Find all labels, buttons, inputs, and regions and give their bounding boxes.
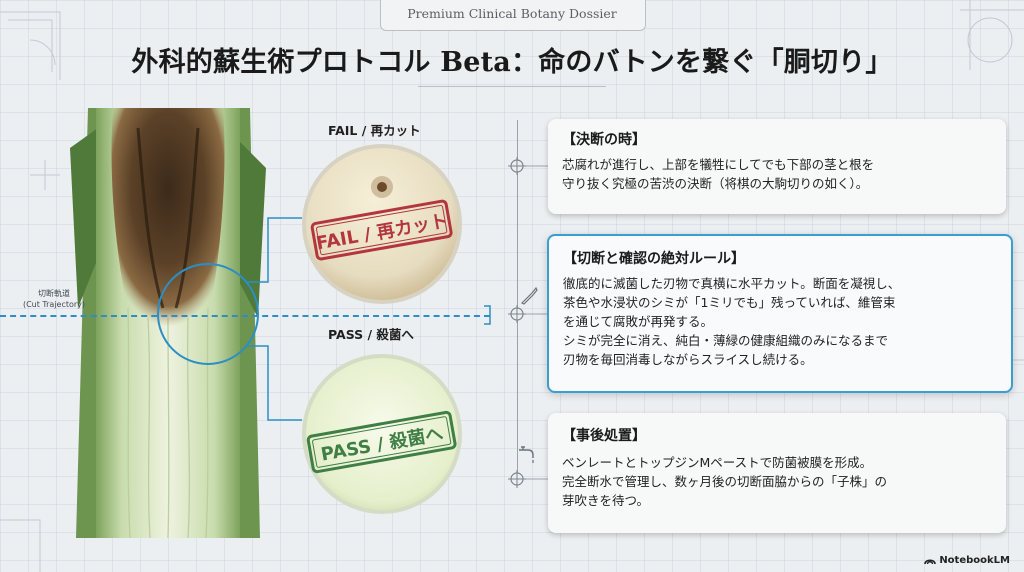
faucet-icon <box>519 446 534 463</box>
target-node-icon <box>508 157 526 175</box>
header-tab <box>380 0 646 31</box>
brand-name: NotebookLM <box>939 555 1010 566</box>
card-cut-rules-body: 徹底的に滅菌した刃物で真横に水平カット。断面を凝視し、 茶色や水浸状のシミが「1… <box>563 274 1001 369</box>
stem-illustration <box>70 108 266 538</box>
pass-sample-disc: PASS / 殺菌へ <box>302 354 462 514</box>
cut-trajectory-line <box>0 315 490 317</box>
timeline-rail <box>517 120 518 480</box>
card-cut-rules: 【切断と確認の絶対ルール】 徹底的に滅菌した刃物で真横に水平カット。断面を凝視し… <box>547 234 1013 393</box>
target-node-icon <box>508 305 526 323</box>
fail-sample-disc: FAIL / 再カット <box>302 144 462 304</box>
cut-trajectory-label: 切断軌道 (Cut Trajectory) <box>8 288 100 310</box>
card-aftercare: 【事後処置】 ベンレートとトップジンMペーストで防菌被膜を形成。 完全断水で管理… <box>548 413 1006 533</box>
card-line: 茶色や水浸状のシミが「1ミリでも」残っていれば、維管束 <box>563 295 896 310</box>
card-line: シミが完全に消え、純白・薄緑の健康組織のみになるまで <box>563 333 889 348</box>
page-title: 外科的蘇生術プロトコル Beta：命のバトンを繋ぐ「胴切り」 <box>131 47 893 78</box>
card-line: 刃物を毎回消毒しながらスライスし続ける。 <box>563 352 813 367</box>
card-aftercare-title: 【事後処置】 <box>562 428 646 444</box>
card-line: 芽吹きを待つ。 <box>562 493 650 508</box>
dossier-label: Premium Clinical Botany Dossier <box>407 6 617 21</box>
card-decision-body: 芯腐れが進行し、上部を犠牲にしてでも下部の茎と根を 守り抜く究極の苦渋の決断（将… <box>562 155 996 193</box>
scalpel-icon <box>520 286 538 305</box>
card-line: を通じて腐敗が再発する。 <box>563 314 714 329</box>
cut-trajectory-label-en: (Cut Trajectory) <box>22 300 86 309</box>
notebooklm-logo-icon <box>924 559 937 565</box>
card-cut-rules-title: 【切断と確認の絶対ルール】 <box>563 251 745 267</box>
card-line: 守り抜く究極の苦渋の決断（将棋の大駒切りの如く）。 <box>562 176 869 191</box>
card-aftercare-body: ベンレートとトップジンMペーストで防菌被膜を形成。 完全断水で管理し、数ヶ月後の… <box>562 453 996 510</box>
card-line: 完全断水で管理し、数ヶ月後の切断面脇からの「子株」の <box>562 474 888 489</box>
card-decision: 【決断の時】 芯腐れが進行し、上部を犠牲にしてでも下部の茎と根を 守り抜く究極の… <box>548 119 1006 214</box>
fail-sample-label: FAIL / 再カット <box>328 123 421 138</box>
card-decision-title: 【決断の時】 <box>562 132 646 148</box>
cut-trajectory-label-jp: 切断軌道 <box>38 289 70 298</box>
card-line: 芯腐れが進行し、上部を犠牲にしてでも下部の茎と根を <box>562 157 875 172</box>
brand-footer: NotebookLM <box>924 555 1010 566</box>
magnifier-ring <box>157 263 259 365</box>
target-node-icon <box>508 470 526 488</box>
title-divider <box>418 86 606 87</box>
pass-sample-label: PASS / 殺菌へ <box>328 327 414 342</box>
card-line: 徹底的に滅菌した刃物で真横に水平カット。断面を凝視し、 <box>563 276 901 291</box>
card-line: ベンレートとトップジンMペーストで防菌被膜を形成。 <box>562 455 873 470</box>
